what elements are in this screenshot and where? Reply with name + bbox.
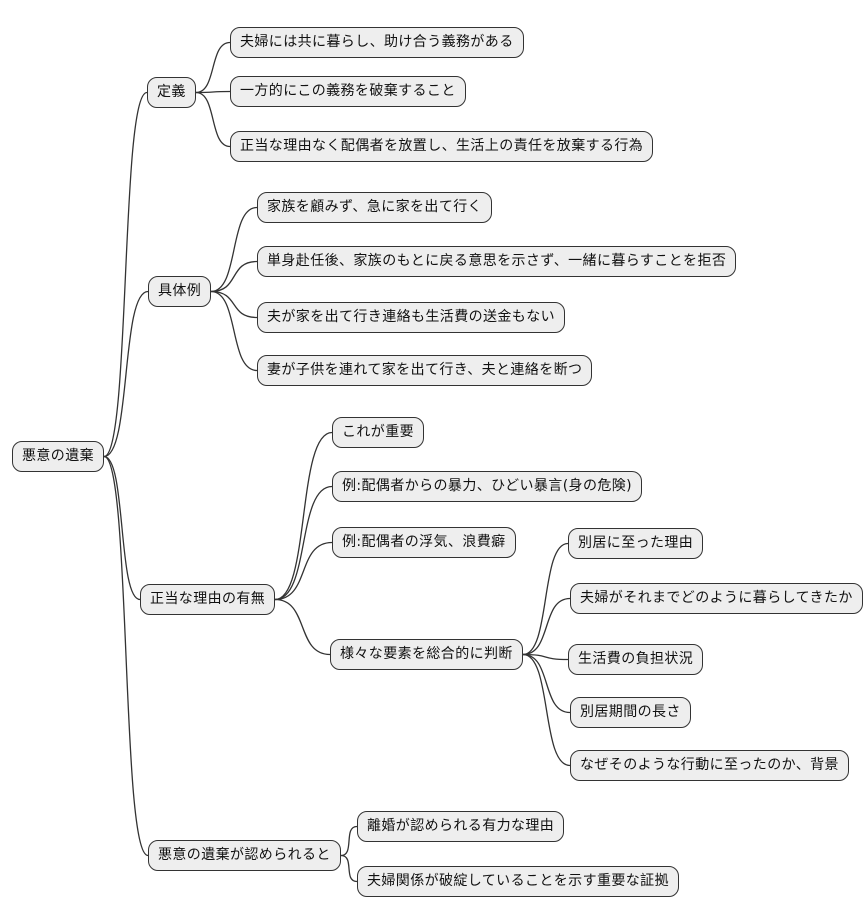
- node-label: 正当な理由の有無: [150, 591, 266, 607]
- mindmap-edge: [103, 290, 149, 458]
- mindmap-node[interactable]: 様々な要素を総合的に判断: [330, 639, 523, 670]
- node-label: これが重要: [342, 424, 414, 440]
- node-label: 例:配偶者からの暴力、ひどい暴言(身の危険): [342, 478, 633, 494]
- mindmap-edge: [340, 825, 358, 857]
- node-label: 一方的にこの義務を破棄すること: [240, 83, 456, 99]
- mindmap-node[interactable]: 定義: [147, 77, 196, 108]
- mindmap-node[interactable]: 一方的にこの義務を破棄すること: [230, 76, 466, 107]
- mindmap-edge: [195, 90, 231, 94]
- node-label: 家族を顧みず、急に家を出て行く: [267, 199, 483, 215]
- node-label: 様々な要素を総合的に判断: [340, 646, 513, 662]
- node-label: 単身赴任後、家族のもとに戻る意思を示さず、一緒に暮らすことを拒否: [267, 253, 727, 269]
- node-label: 例:配偶者の浮気、浪費癖: [342, 534, 506, 550]
- mindmap-edge: [210, 290, 258, 319]
- node-label: 夫婦関係が破綻していることを示す重要な証拠: [367, 873, 669, 889]
- mindmap-root-node[interactable]: 悪意の遺棄: [12, 441, 104, 472]
- mindmap-edge: [103, 455, 141, 601]
- node-label: 生活費の負担状況: [578, 651, 694, 667]
- node-label: 別居に至った理由: [578, 535, 694, 551]
- mindmap-edge: [522, 597, 571, 656]
- mindmap-edge: [522, 653, 569, 661]
- mindmap-edge: [103, 455, 149, 857]
- mindmap-edge: [210, 206, 258, 293]
- mindmap-node[interactable]: 生活費の負担状況: [568, 644, 704, 675]
- node-label: 別居期間の長さ: [580, 704, 681, 720]
- node-label: 妻が子供を連れて家を出て行き、夫と連絡を断つ: [267, 362, 583, 378]
- mindmap-node[interactable]: 正当な理由の有無: [140, 584, 276, 615]
- mindmap-node[interactable]: 夫婦がそれまでどのように暮らしてきたか: [570, 583, 863, 614]
- mindmap-node[interactable]: なぜそのような行動に至ったのか、背景: [570, 750, 849, 781]
- mindmap-node[interactable]: 夫が家を出て行き連絡も生活費の送金もない: [257, 302, 565, 333]
- mindmap-node[interactable]: 例:配偶者の浮気、浪費癖: [332, 527, 516, 558]
- mindmap-node[interactable]: 正当な理由なく配偶者を放置し、生活上の責任を放棄する行為: [230, 131, 654, 162]
- mindmap-edge: [274, 485, 333, 601]
- mindmap-node[interactable]: 夫婦関係が破綻していることを示す重要な証拠: [357, 866, 679, 897]
- node-label: 悪意の遺棄: [22, 448, 94, 464]
- mindmap-edge: [274, 598, 331, 656]
- mindmap-node[interactable]: 例:配偶者からの暴力、ひどい暴言(身の危険): [332, 471, 643, 502]
- mindmap-edge: [210, 260, 258, 293]
- node-label: 夫が家を出て行き連絡も生活費の送金もない: [267, 309, 555, 325]
- mindmap-edge: [274, 541, 333, 601]
- node-label: 離婚が認められる有力な理由: [367, 818, 555, 834]
- node-label: 夫婦には共に暮らし、助け合う義務がある: [240, 34, 514, 50]
- node-label: 悪意の遺棄が認められると: [158, 847, 331, 863]
- mindmap-edge: [522, 653, 571, 714]
- mindmap-node[interactable]: 具体例: [148, 276, 212, 307]
- mindmap-edge: [103, 91, 148, 458]
- mindmap-edge: [274, 431, 333, 601]
- mindmap-edge: [195, 91, 231, 148]
- mindmap-edge: [522, 653, 571, 767]
- node-label: 正当な理由なく配偶者を放置し、生活上の責任を放棄する行為: [240, 138, 644, 154]
- mindmap-node[interactable]: 夫婦には共に暮らし、助け合う義務がある: [230, 27, 524, 58]
- mindmap-edge: [195, 41, 231, 94]
- mindmap-node[interactable]: 別居に至った理由: [568, 528, 704, 559]
- mindmap-node[interactable]: 単身赴任後、家族のもとに戻る意思を示さず、一緒に暮らすことを拒否: [257, 246, 737, 277]
- mindmap-node[interactable]: 悪意の遺棄が認められると: [148, 840, 341, 871]
- mindmap-edge: [210, 290, 258, 372]
- mindmap-node[interactable]: これが重要: [332, 417, 424, 448]
- node-label: 具体例: [158, 283, 202, 299]
- mindmap-node[interactable]: 家族を顧みず、急に家を出て行く: [257, 192, 493, 223]
- mindmap-node[interactable]: 妻が子供を連れて家を出て行き、夫と連絡を断つ: [257, 355, 593, 386]
- node-label: 定義: [157, 84, 186, 100]
- node-label: なぜそのような行動に至ったのか、背景: [580, 757, 839, 773]
- mindmap-node[interactable]: 別居期間の長さ: [570, 697, 691, 728]
- mindmap-edge: [522, 542, 569, 656]
- node-label: 夫婦がそれまでどのように暮らしてきたか: [580, 590, 853, 606]
- mindmap-node[interactable]: 離婚が認められる有力な理由: [357, 811, 565, 842]
- mindmap-edge: [340, 854, 358, 883]
